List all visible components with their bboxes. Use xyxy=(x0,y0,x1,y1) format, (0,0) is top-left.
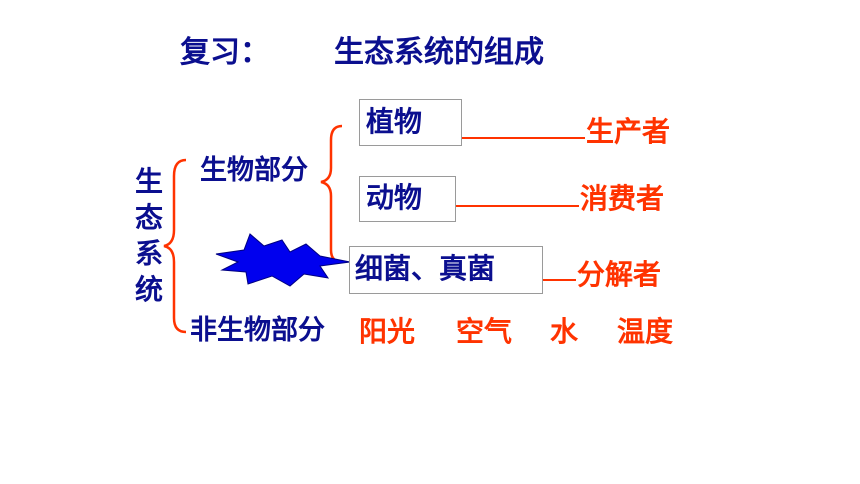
plant-label: 植物 xyxy=(366,105,423,138)
root-label: 生 态 系 统 xyxy=(135,168,169,304)
abiotic-item-temperature: 温度 xyxy=(617,315,674,348)
root-char: 系 xyxy=(135,237,164,270)
animal-box xyxy=(359,176,456,222)
abiotic-item-air: 空气 xyxy=(456,315,513,348)
title-prefix: 复习： xyxy=(180,35,270,70)
abiotic-label: 非生物部分 xyxy=(190,315,325,346)
biotic-brace xyxy=(320,124,343,264)
producer-label: 生产者 xyxy=(586,115,671,148)
consumer-label: 消费者 xyxy=(580,182,665,215)
biotic-label: 生物部分 xyxy=(200,155,308,186)
root-brace xyxy=(163,158,187,334)
decomposer-label: 分解者 xyxy=(577,258,662,291)
microbe-label: 细菌、真菌 xyxy=(355,252,496,285)
plant-box xyxy=(359,99,462,146)
root-char: 统 xyxy=(135,273,164,306)
abiotic-item-water: 水 xyxy=(550,315,579,348)
animal-label: 动物 xyxy=(366,181,423,214)
abiotic-item-sunlight: 阳光 xyxy=(359,315,416,348)
starburst-shape xyxy=(215,233,351,287)
root-char: 生 xyxy=(135,165,164,198)
page-title: 生态系统的组成 xyxy=(334,35,544,70)
root-char: 态 xyxy=(135,201,164,234)
microbe-box xyxy=(349,246,543,294)
